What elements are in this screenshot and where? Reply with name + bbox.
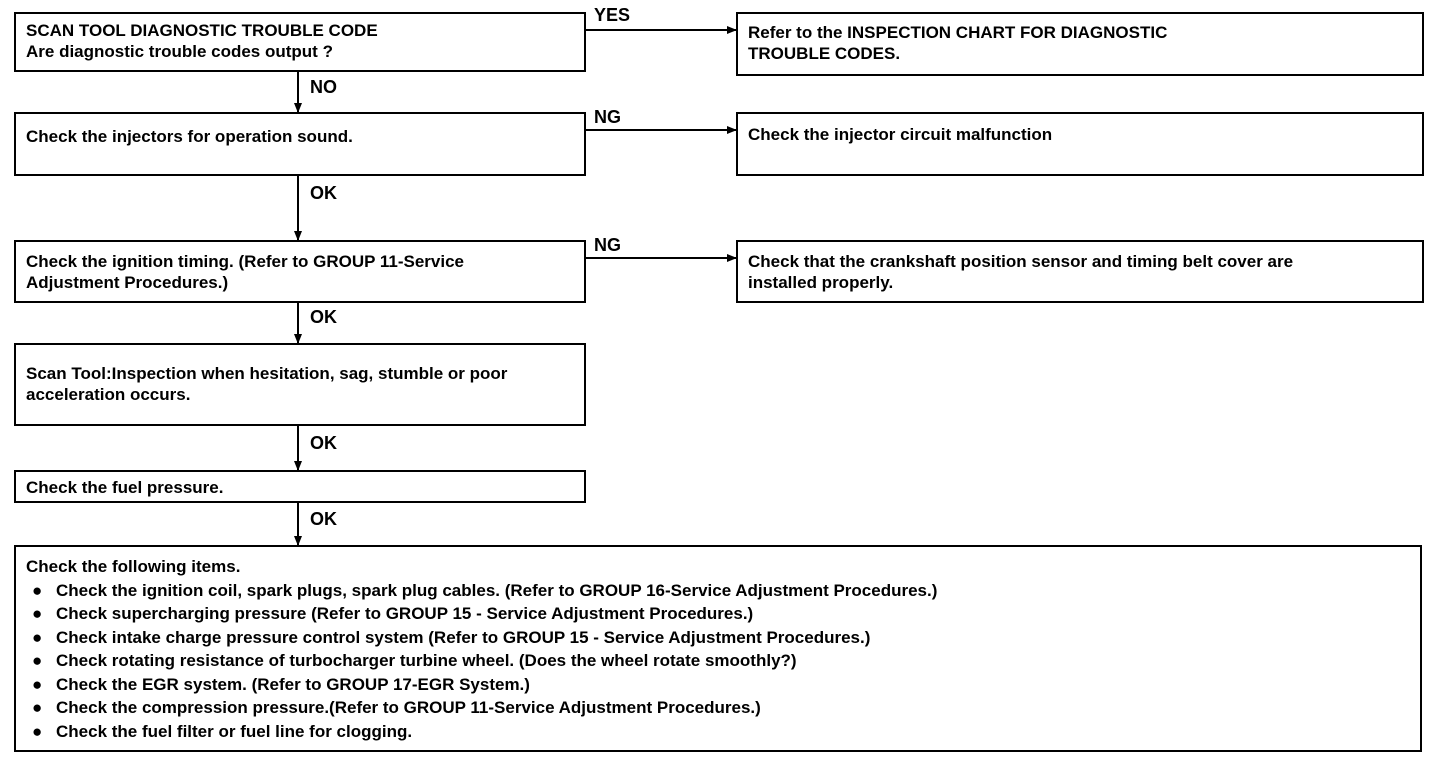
list-item-text: Check rotating resistance of turbocharge… bbox=[56, 651, 797, 670]
label-ok-fuel: OK bbox=[310, 509, 337, 529]
bullet-icon: ● bbox=[32, 721, 43, 741]
bullet-icon: ● bbox=[32, 651, 43, 670]
box-ignition-timing: Check the ignition timing. (Refer to GRO… bbox=[14, 240, 586, 303]
box-refer-inspection-chart: Refer to the INSPECTION CHART FOR DIAGNO… bbox=[736, 12, 1424, 76]
bullet-icon: ● bbox=[32, 674, 43, 694]
label-ng-ignition: NG bbox=[594, 235, 621, 255]
box-scan-tool-hesitation-line1: Scan Tool:Inspection when hesitation, sa… bbox=[26, 364, 508, 383]
list-item: ● Check rotating resistance of turbocharg… bbox=[26, 649, 1410, 673]
box-fuel-pressure: Check the fuel pressure. bbox=[14, 470, 586, 503]
list-item-text: Check the EGR system. (Refer to GROUP 17… bbox=[56, 674, 530, 694]
box-scan-tool-dtc-question: Are diagnostic trouble codes output ? bbox=[26, 42, 333, 61]
following-items-heading: Check the following items. bbox=[26, 557, 241, 576]
label-ng-injectors: NG bbox=[594, 107, 621, 127]
bullet-icon: ● bbox=[32, 604, 43, 623]
box-scan-tool-hesitation-line2: acceleration occurs. bbox=[26, 385, 191, 404]
box-scan-tool-dtc: SCAN TOOL DIAGNOSTIC TROUBLE CODE Are di… bbox=[14, 12, 586, 72]
list-item: ● Check the fuel filter or fuel line for … bbox=[26, 720, 1410, 744]
following-items-list: ● Check the ignition coil, spark plugs, s… bbox=[26, 579, 1410, 744]
list-item: ● Check the EGR system. (Refer to GROUP 1… bbox=[26, 673, 1410, 697]
box-ignition-timing-line1: Check the ignition timing. (Refer to GRO… bbox=[26, 252, 464, 271]
list-item-text: Check the fuel filter or fuel line for c… bbox=[56, 721, 413, 741]
list-item-text: Check supercharging pressure (Refer to G… bbox=[56, 604, 754, 623]
label-ok-injectors: OK bbox=[310, 183, 337, 203]
bullet-icon: ● bbox=[32, 698, 43, 717]
bullet-icon: ● bbox=[32, 627, 43, 647]
label-yes: YES bbox=[594, 5, 631, 25]
list-item-text: Check the compression pressure.(Refer to… bbox=[56, 698, 761, 717]
box-injector-circuit: Check the injector circuit malfunction bbox=[736, 112, 1424, 176]
box-crankshaft-sensor-line1: Check that the crankshaft position senso… bbox=[748, 252, 1294, 271]
box-crankshaft-sensor-line2: installed properly. bbox=[748, 273, 894, 292]
box-scan-tool-hesitation: Scan Tool:Inspection when hesitation, sa… bbox=[14, 343, 586, 426]
box-ignition-timing-line2: Adjustment Procedures.) bbox=[26, 273, 229, 292]
label-ok-scan-tool: OK bbox=[310, 433, 337, 453]
label-ok-ignition: OK bbox=[310, 307, 337, 327]
box-injector-circuit-text: Check the injector circuit malfunction bbox=[748, 125, 1053, 144]
box-fuel-pressure-text: Check the fuel pressure. bbox=[26, 478, 224, 497]
list-item: ● Check supercharging pressure (Refer to … bbox=[26, 602, 1410, 626]
box-refer-inspection-chart-line2: TROUBLE CODES. bbox=[748, 44, 901, 63]
box-crankshaft-sensor: Check that the crankshaft position senso… bbox=[736, 240, 1424, 303]
bullet-icon: ● bbox=[32, 580, 43, 600]
list-item: ● Check the compression pressure.(Refer t… bbox=[26, 696, 1410, 720]
list-item-text: Check the ignition coil, spark plugs, sp… bbox=[56, 580, 938, 600]
box-scan-tool-dtc-title: SCAN TOOL DIAGNOSTIC TROUBLE CODE bbox=[26, 21, 378, 40]
box-check-injectors-text: Check the injectors for operation sound. bbox=[26, 127, 353, 146]
label-no: NO bbox=[310, 77, 337, 97]
box-following-items: Check the following items. ● Check the ig… bbox=[14, 545, 1422, 752]
list-item: ● Check the ignition coil, spark plugs, s… bbox=[26, 579, 1410, 603]
box-refer-inspection-chart-line1: Refer to the INSPECTION CHART FOR DIAGNO… bbox=[748, 23, 1168, 42]
list-item: ● Check intake charge pressure control sy… bbox=[26, 626, 1410, 650]
list-item-text: Check intake charge pressure control sys… bbox=[56, 627, 871, 647]
box-check-injectors: Check the injectors for operation sound. bbox=[14, 112, 586, 176]
